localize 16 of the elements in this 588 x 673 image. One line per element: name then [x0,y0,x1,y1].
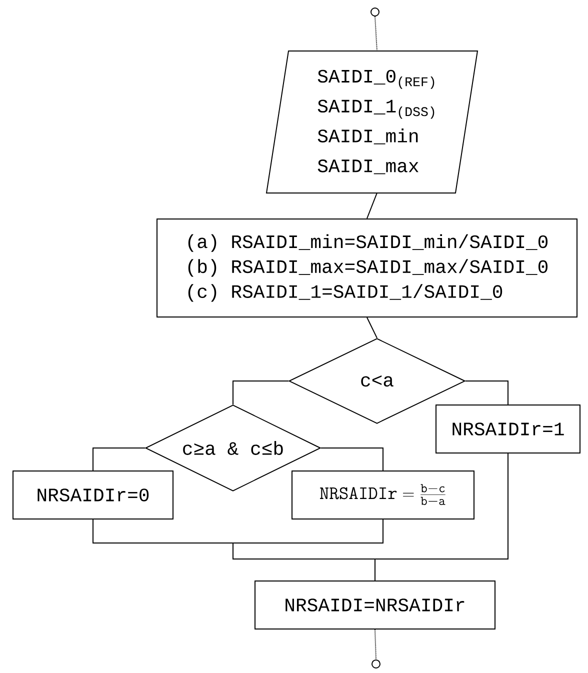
connector-line [374,453,508,581]
process-box: NRSAIDI=NRSAIDIr [254,580,496,630]
terminal-circle [372,660,380,668]
connector-line [374,629,376,660]
process-box: (a) RSAIDI_min=SAIDI_min/SAIDI_0 (b) RSAIDI_max=SAIDI_max/SAIDI_0 (c) RSAIDI_1=SAIDI_1/SAIDI_0 [156,218,578,318]
terminal-circle [370,8,380,16]
connector-line [320,448,384,471]
connector-line [465,380,508,405]
process-box: NRSAIDIr=0 [12,470,174,520]
connector-line [92,448,146,471]
connector-line [374,16,378,52]
process-box: $\mathtt{NRSAIDIr}=\frac{\mathtt{b-c}}{\mathtt{b-a}}$ [292,470,474,520]
connector-line [366,192,378,219]
connector-line [232,380,289,405]
process-box: NRSAIDIr=1 [436,404,580,454]
connector-line [366,317,378,338]
